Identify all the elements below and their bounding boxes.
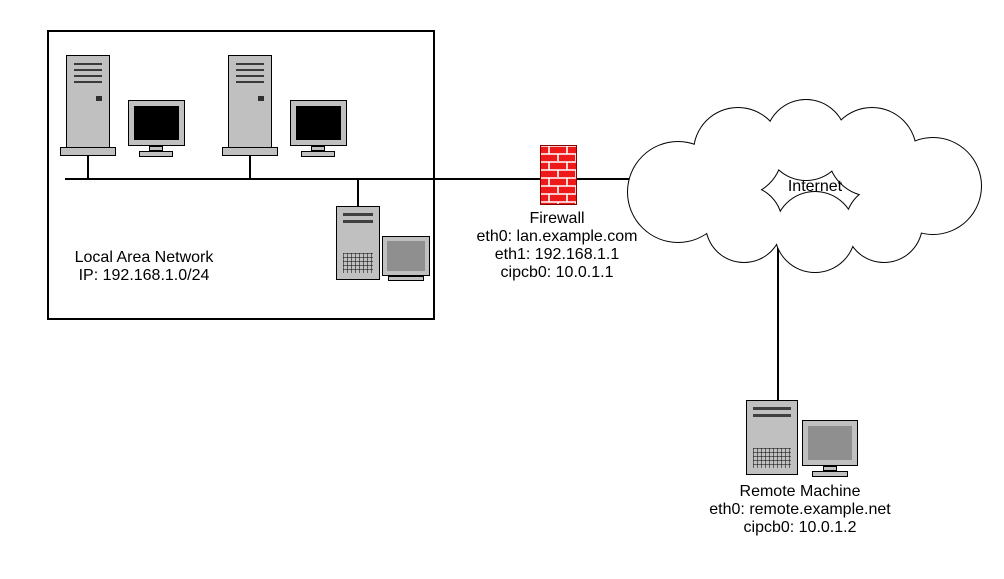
monitor-stand — [823, 466, 837, 471]
lan-computer-2 — [222, 55, 352, 160]
lan-label: Local Area Network IP: 192.168.1.0/24 — [43, 249, 245, 285]
lan-computer-1 — [60, 55, 190, 160]
monitor-stand — [311, 146, 325, 151]
firewall-eth1: eth1: 192.168.1.1 — [494, 246, 620, 263]
monitor-base — [812, 471, 848, 477]
power-button-icon — [96, 96, 102, 101]
tower-grill — [753, 448, 791, 468]
monitor-icon — [290, 100, 347, 146]
monitor-icon — [382, 236, 430, 276]
lan-subnet: IP: 192.168.1.0/24 — [78, 267, 210, 284]
internet-cloud — [627, 99, 982, 273]
drive-slot — [753, 414, 791, 417]
lan-computer-3 — [336, 206, 432, 282]
drive-slot — [753, 407, 791, 410]
monitor-base — [301, 151, 335, 157]
monitor-base — [388, 276, 424, 281]
screen — [296, 106, 341, 140]
monitor-stand — [149, 146, 163, 151]
tower-base — [60, 147, 116, 156]
remote-eth0: eth0: remote.example.net — [709, 501, 891, 518]
firewall-title: Firewall — [529, 210, 585, 227]
firewall-label: Firewall eth0: lan.example.com eth1: 192… — [437, 210, 677, 282]
remote-cipcb0: cipcb0: 10.0.1.2 — [743, 519, 857, 536]
lan-title: Local Area Network — [74, 249, 214, 266]
drive-slot — [343, 213, 373, 216]
tower-icon — [228, 55, 272, 149]
monitor-icon — [128, 100, 185, 146]
remote-label: Remote Machine eth0: remote.example.net … — [660, 483, 940, 537]
power-button-icon — [258, 96, 264, 101]
monitor-icon — [802, 420, 858, 466]
tower-icon — [336, 206, 380, 280]
firewall-icon — [540, 145, 577, 205]
monitor-base — [139, 151, 173, 157]
drive-slot — [343, 220, 373, 223]
tower-base — [222, 147, 278, 156]
tower-vents — [74, 63, 102, 87]
firewall-cipcb0: cipcb0: 10.0.1.1 — [500, 264, 614, 281]
screen — [387, 241, 425, 271]
remote-machine — [746, 400, 860, 478]
lan-boundary-box — [47, 30, 435, 320]
internet-label: Internet — [787, 178, 843, 195]
tower-grill — [343, 253, 373, 273]
tower-icon — [746, 400, 798, 475]
firewall-eth0: eth0: lan.example.com — [476, 228, 638, 245]
remote-title: Remote Machine — [739, 483, 861, 500]
screen — [808, 426, 852, 460]
tower-vents — [236, 63, 264, 87]
tower-icon — [66, 55, 110, 149]
screen — [134, 106, 179, 140]
